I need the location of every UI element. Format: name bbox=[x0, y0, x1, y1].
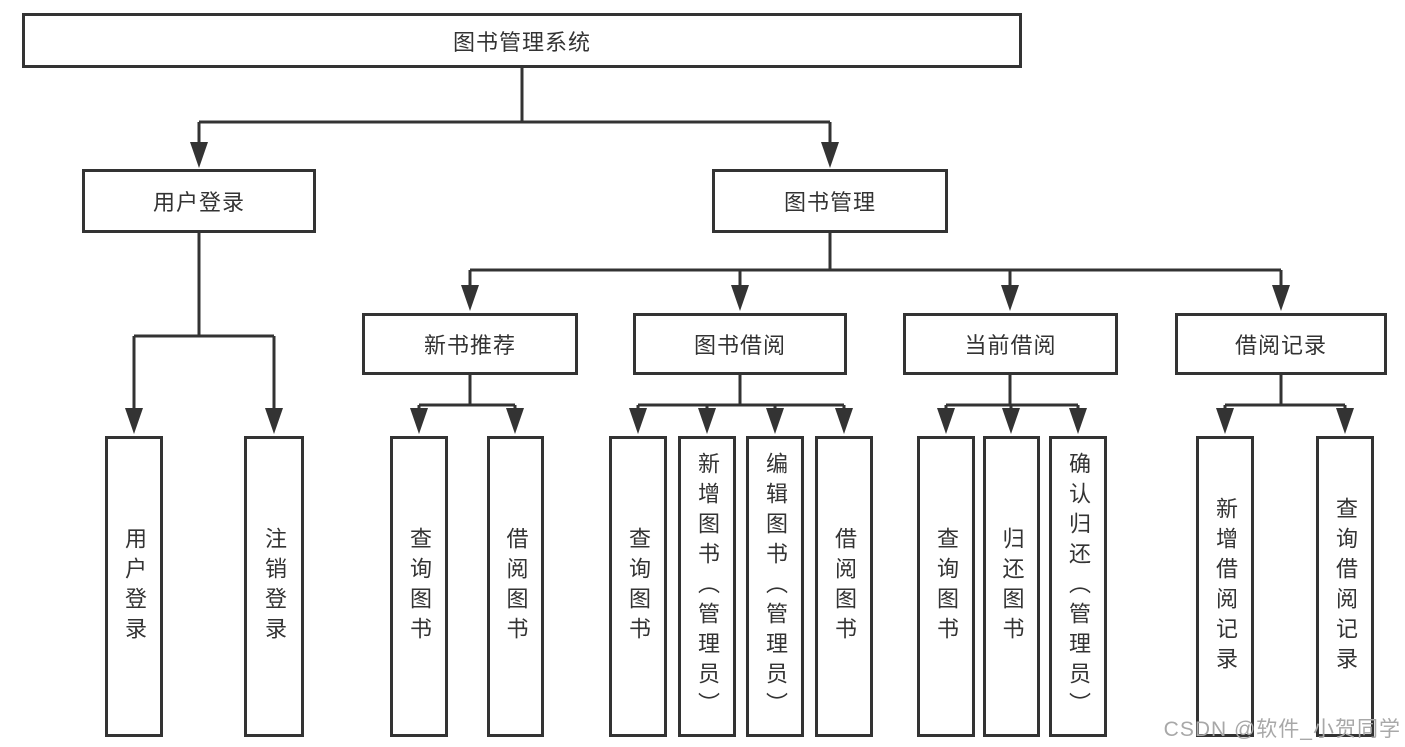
leaf-bb-add-books-admin: 新增图书（管理员） bbox=[678, 436, 736, 737]
leaf-label: 借阅图书 bbox=[832, 526, 857, 647]
leaf-label: 查询图书 bbox=[407, 526, 432, 647]
leaf-label: 确认归还（管理员） bbox=[1066, 451, 1091, 722]
leaf-label: 编辑图书（管理员） bbox=[763, 451, 788, 722]
root-node: 图书管理系统 bbox=[22, 13, 1022, 68]
leaf-user-login: 用户登录 bbox=[105, 436, 163, 737]
leaf-label: 新增图书（管理员） bbox=[695, 451, 720, 722]
node-book-borrow: 图书借阅 bbox=[633, 313, 847, 375]
leaf-nb-borrow-books: 借阅图书 bbox=[487, 436, 544, 737]
leaf-cb-confirm-return-admin: 确认归还（管理员） bbox=[1049, 436, 1107, 737]
leaf-label: 注销登录 bbox=[262, 526, 287, 647]
leaf-label: 借阅图书 bbox=[503, 526, 529, 647]
node-new-book-recommend: 新书推荐 bbox=[362, 313, 578, 375]
leaf-bb-query-books: 查询图书 bbox=[609, 436, 667, 737]
leaf-br-query-record: 查询借阅记录 bbox=[1316, 436, 1374, 737]
leaf-cb-query-books: 查询图书 bbox=[917, 436, 975, 737]
leaf-label: 用户登录 bbox=[122, 526, 147, 647]
node-user-login: 用户登录 bbox=[82, 169, 316, 233]
leaf-cb-return-books: 归还图书 bbox=[983, 436, 1040, 737]
leaf-br-add-record: 新增借阅记录 bbox=[1196, 436, 1254, 737]
leaf-nb-query-books: 查询图书 bbox=[390, 436, 448, 737]
leaf-label: 归还图书 bbox=[999, 526, 1025, 647]
leaf-label: 查询借阅记录 bbox=[1333, 496, 1358, 677]
leaf-label: 查询图书 bbox=[934, 526, 959, 647]
leaf-label: 新增借阅记录 bbox=[1213, 496, 1238, 677]
node-book-management: 图书管理 bbox=[712, 169, 948, 233]
leaf-bb-borrow-books: 借阅图书 bbox=[815, 436, 873, 737]
csdn-watermark: CSDN @软件_小贺同学 bbox=[1163, 718, 1401, 741]
node-borrow-records: 借阅记录 bbox=[1175, 313, 1387, 375]
leaf-label: 查询图书 bbox=[626, 526, 651, 647]
node-current-borrow: 当前借阅 bbox=[903, 313, 1118, 375]
leaf-bb-edit-books-admin: 编辑图书（管理员） bbox=[746, 436, 804, 737]
leaf-logout: 注销登录 bbox=[244, 436, 304, 737]
